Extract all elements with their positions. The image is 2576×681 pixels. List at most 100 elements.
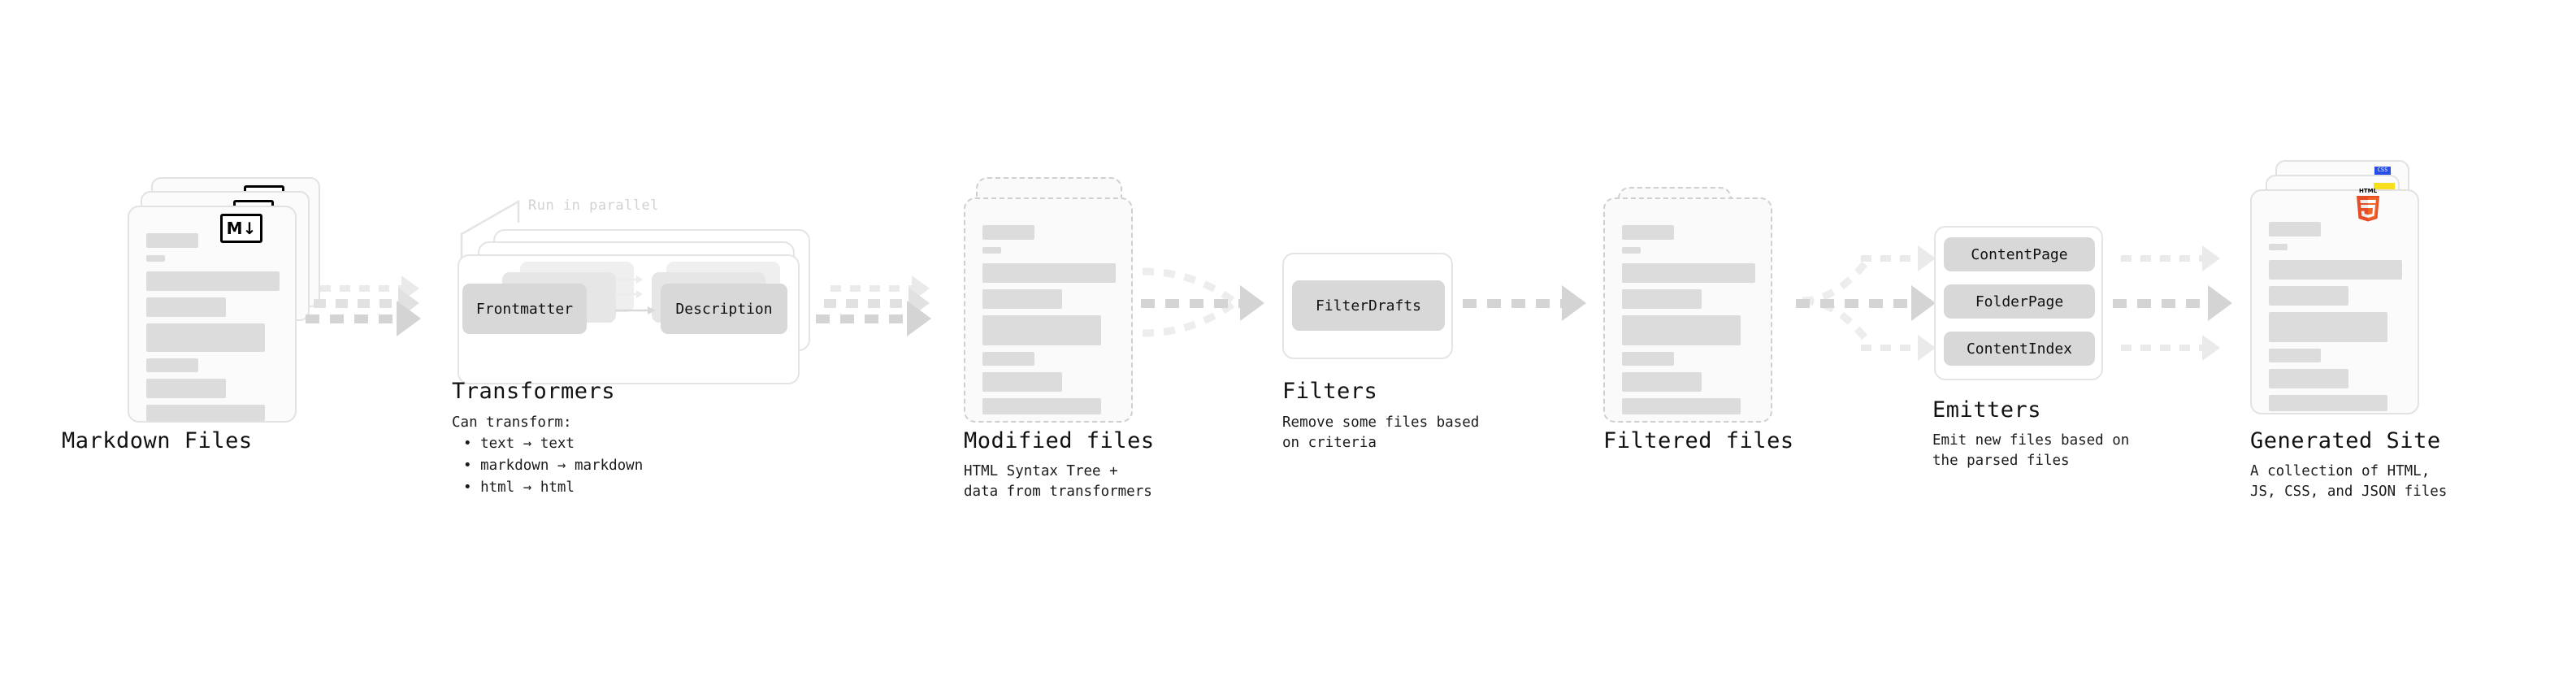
chip-label: Description	[675, 300, 773, 318]
md-badge-front-icon: M↓	[220, 214, 262, 243]
transformers-description: Can transform:	[452, 414, 572, 431]
content-line	[146, 233, 198, 248]
content-line	[982, 263, 1116, 283]
chip-label: ContentPage	[1971, 245, 2068, 263]
content-line	[1622, 289, 1702, 309]
run-in-parallel-label: Run in parallel	[528, 197, 660, 214]
dash-line	[2121, 255, 2202, 262]
modified-files-description: HTML Syntax Tree + data from transformer…	[964, 463, 1152, 500]
connector-markdown-to-transformers-main	[306, 301, 427, 336]
arrow-head-icon	[1562, 285, 1586, 321]
content-line	[146, 271, 280, 291]
emitter-chip-contentpage[interactable]: ContentPage	[1944, 237, 2095, 271]
connector-transformers-to-modified-main	[816, 301, 938, 336]
dash-line	[1861, 345, 1918, 351]
stage-title-emitters: Emitters	[1932, 397, 2042, 423]
arrow-head-icon	[2202, 245, 2220, 271]
content-line	[1622, 247, 1641, 254]
content-line	[1622, 352, 1674, 366]
dash-line	[1861, 255, 1918, 262]
md-badge-arrow: ↓	[242, 219, 257, 238]
arrow-head-icon	[1911, 285, 1936, 321]
content-line	[146, 358, 198, 372]
filtered-card-front[interactable]	[1603, 197, 1772, 423]
dash-line	[1796, 298, 1911, 308]
content-line	[2269, 369, 2348, 388]
arrow-head-icon	[907, 301, 931, 336]
dash-line	[2113, 298, 2208, 308]
transformers-bullet-0: • text → text	[463, 436, 575, 452]
chip-label: Frontmatter	[475, 300, 574, 318]
transformer-chip-frontmatter[interactable]: Frontmatter	[462, 284, 587, 334]
connector-modified-to-filters-main	[1141, 285, 1271, 321]
content-line	[1622, 263, 1755, 283]
connector-emitters-to-site-bottom	[2121, 335, 2227, 361]
chip-label: FilterDrafts	[1315, 297, 1422, 314]
dash-line	[824, 298, 909, 308]
dash-line	[1141, 298, 1240, 308]
arrow-head-icon	[1918, 245, 1936, 271]
arrow-head-icon	[2208, 285, 2232, 321]
content-line	[1622, 372, 1702, 392]
chip-label: ContentIndex	[1966, 340, 2073, 358]
generated-site-description: A collection of HTML, JS, CSS, and JSON …	[2250, 463, 2448, 500]
connector-filtered-to-emitters-bottom	[1861, 335, 1942, 361]
content-line	[982, 315, 1101, 345]
transformers-bullet-2: • html → html	[463, 479, 575, 496]
arrow-head-icon	[1240, 285, 1264, 321]
arrow-head-icon	[397, 301, 421, 336]
css-badge-label: CSS	[2377, 167, 2388, 173]
transformers-bullet-1: • markdown → markdown	[463, 458, 644, 474]
connector-emitters-to-site-top	[2121, 245, 2227, 271]
connector-filtered-to-emitters-top	[1861, 245, 1942, 271]
content-line	[982, 352, 1034, 366]
emitters-description: Emit new files based on the parsed files	[1932, 432, 2130, 469]
dash-line	[320, 285, 401, 292]
emitter-chip-folderpage[interactable]: FolderPage	[1944, 284, 2095, 319]
content-line	[146, 379, 226, 398]
css-badge-icon: CSS	[2374, 167, 2391, 177]
filter-chip-filterdrafts[interactable]: FilterDrafts	[1292, 280, 1445, 331]
dash-line	[830, 285, 912, 292]
stage-title-filters: Filters	[1282, 379, 1378, 404]
content-line	[2269, 260, 2402, 280]
modified-card-front[interactable]	[964, 197, 1133, 423]
dash-line	[1463, 298, 1562, 308]
dash-line	[2121, 345, 2202, 351]
markdown-card-front[interactable]	[128, 206, 297, 423]
content-line	[982, 225, 1034, 240]
content-line	[2269, 222, 2321, 236]
chip-label: FolderPage	[1975, 293, 2064, 310]
content-line	[982, 398, 1101, 414]
content-line	[1622, 398, 1741, 414]
content-line	[2269, 349, 2321, 362]
content-line	[146, 255, 165, 262]
stage-title-transformers: Transformers	[452, 379, 616, 404]
content-line	[2269, 244, 2288, 250]
svg-text:HTML: HTML	[2359, 188, 2378, 194]
transformer-chip-description[interactable]: Description	[661, 284, 787, 334]
content-line	[2269, 395, 2387, 411]
dash-line	[314, 298, 398, 308]
content-line	[1622, 225, 1674, 240]
stage-title-filtered-files: Filtered files	[1603, 428, 1794, 453]
stage-title-generated-site: Generated Site	[2250, 428, 2441, 453]
arrow-head-icon	[2202, 335, 2220, 361]
emitter-chip-contentindex[interactable]: ContentIndex	[1944, 332, 2095, 366]
content-line	[982, 289, 1062, 309]
filters-description: Remove some files based on criteria	[1282, 414, 1480, 451]
content-line	[146, 405, 265, 421]
content-line	[146, 297, 226, 317]
content-line	[2269, 286, 2348, 306]
md-badge-letter: M	[226, 219, 243, 238]
site-card-front[interactable]	[2250, 189, 2419, 414]
connector-emitters-to-site-main	[2113, 285, 2239, 321]
stage-title-markdown-files: Markdown Files	[62, 428, 253, 453]
content-line	[982, 372, 1062, 392]
dash-line	[816, 314, 907, 323]
content-line	[2269, 312, 2387, 342]
content-line	[146, 323, 265, 352]
stage-title-modified-files: Modified files	[964, 428, 1155, 453]
content-line	[982, 247, 1001, 254]
connector-filters-to-filtered-main	[1463, 285, 1593, 321]
